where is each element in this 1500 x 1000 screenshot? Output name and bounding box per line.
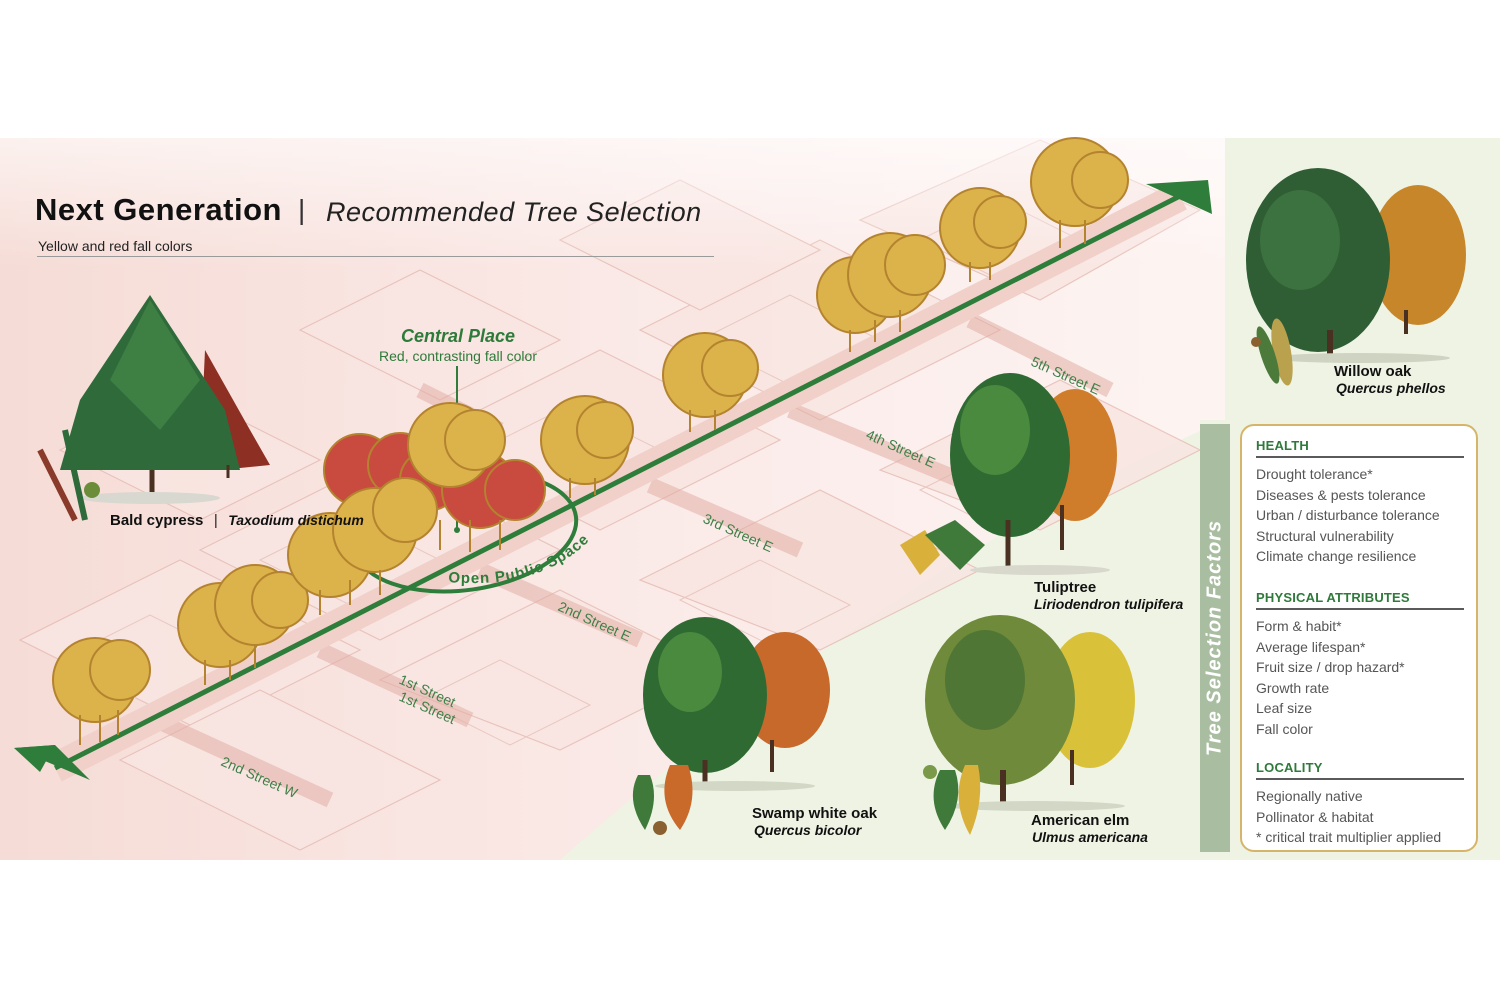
factor-item: Regionally native (1256, 788, 1363, 804)
corridor-trees (52, 137, 1129, 745)
tree-common-name: Swamp white oak (752, 805, 878, 822)
factors-label-text: Tree Selection Factors (1203, 519, 1226, 757)
route-arrow-left-tail (14, 745, 55, 772)
tree-cluster (939, 187, 1027, 282)
tuliptree-label: Tuliptree Liriodendron tulipifera (1034, 579, 1183, 612)
tree-common-name: Tuliptree (1034, 579, 1097, 596)
route-arrow-right (1146, 180, 1212, 214)
tree-scientific-name: Ulmus americana (1032, 829, 1148, 845)
willow-oak-illustration (1246, 168, 1466, 386)
factor-item: Diseases & pests tolerance (1256, 486, 1426, 503)
tree-scientific-name: Liriodendron tulipifera (1034, 596, 1184, 612)
factor-footnote: * critical trait multiplier applied (1256, 829, 1442, 845)
tree-scientific-name: Quercus phellos (1336, 380, 1446, 396)
factor-item: Drought tolerance* (1256, 466, 1373, 482)
header-rule (37, 256, 714, 257)
factor-item: Growth rate (1256, 679, 1330, 696)
factor-heading: LOCALITY (1256, 760, 1323, 775)
factor-item: Structural vulnerability (1256, 527, 1394, 544)
tree-cluster (540, 395, 634, 498)
route-line (53, 193, 1182, 771)
factor-rule (1256, 456, 1464, 458)
tree-scientific-name: Taxodium distichum (228, 512, 364, 528)
factor-item: Average lifespan* (1256, 638, 1366, 655)
central-place-title: Central Place (400, 326, 516, 346)
factor-item: Leaf size (1256, 700, 1313, 716)
factor-group-locality: LOCALITY Regionally native Pollinator & … (1256, 760, 1464, 848)
tree-common-name: Bald cypress (110, 512, 204, 529)
factor-item: Pollinator & habitat (1256, 808, 1374, 825)
factor-rule (1256, 778, 1464, 780)
tree-common-name: Willow oak (1334, 363, 1412, 380)
tree-cluster (816, 232, 946, 352)
tree-cluster (287, 402, 506, 615)
factor-group-health: HEALTH Drought tolerance* Diseases & pes… (1256, 438, 1464, 567)
central-place-subtitle: Red, contrasting fall color (379, 348, 537, 364)
factor-group-physical: PHYSICAL ATTRIBUTES Form & habit* Averag… (1256, 590, 1464, 739)
bald-cypress-illustration (37, 295, 270, 522)
factor-item: Fall color (1256, 720, 1313, 737)
tree-cluster (177, 564, 309, 685)
tuliptree-illustration (900, 373, 1117, 575)
factors-vertical-label: Tree Selection Factors (1200, 424, 1230, 852)
tree-scientific-name: Quercus bicolor (754, 822, 862, 838)
factor-item: Climate change resilience (1256, 548, 1417, 564)
tree-common-name: American elm (1031, 812, 1130, 829)
factors-band (1200, 424, 1230, 852)
tree-label-separator: | (213, 512, 218, 529)
tree-cluster (662, 332, 759, 432)
page-title: Next Generation (35, 192, 282, 227)
tree-cluster (52, 637, 151, 745)
page-subtitle: Recommended Tree Selection (326, 197, 702, 227)
swamp-white-oak-illustration (632, 617, 830, 835)
factor-item: Fruit size / drop hazard* (1256, 659, 1405, 675)
main-corridor (14, 180, 1212, 782)
factor-heading: PHYSICAL ATTRIBUTES (1256, 590, 1410, 605)
tree-selection-factors-box: HEALTH Drought tolerance* Diseases & pes… (1240, 424, 1478, 852)
title-separator: | (298, 194, 306, 225)
tagline: Yellow and red fall colors (38, 238, 193, 254)
factor-item: Form & habit* (1256, 618, 1342, 634)
bald-cypress-label: Bald cypress | Taxodium distichum (110, 512, 364, 530)
american-elm-illustration (923, 615, 1135, 835)
factor-heading: HEALTH (1256, 438, 1309, 453)
factor-rule (1256, 608, 1464, 610)
american-elm-label: American elm Ulmus americana (1031, 812, 1148, 845)
factor-item: Urban / disturbance tolerance (1256, 507, 1440, 523)
tree-cluster (1030, 137, 1129, 248)
swamp-white-oak-label: Swamp white oak Quercus bicolor (752, 805, 877, 838)
willow-oak-label: Willow oak Quercus phellos (1334, 363, 1446, 396)
